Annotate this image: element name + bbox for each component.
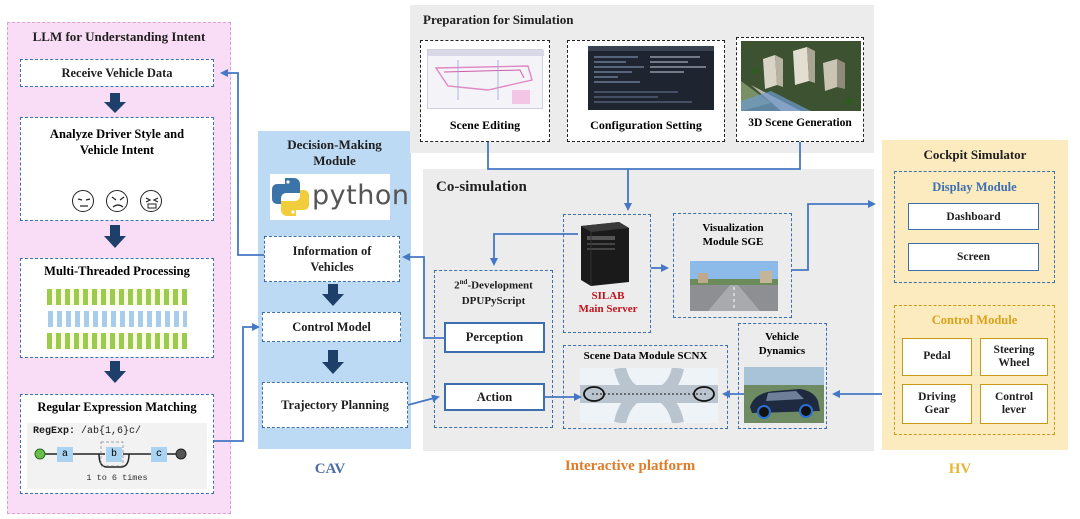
regex-node-a: a [57,447,73,462]
display-module-box [894,171,1055,283]
dev-script-box [434,270,553,428]
scene-editing-label: Scene Editing [449,118,521,132]
config-label: Configuration Setting [590,118,702,132]
python-logo: python [270,174,409,220]
dev-title2: DPUPyScript [461,294,526,307]
dev-title-post: -Development [467,279,533,292]
silab-box [563,214,651,333]
scene-data-box [563,345,728,429]
regex-label: RegExp: [33,426,76,437]
control-model-box: Control Model [262,312,401,342]
pedal-box: Pedal [902,338,972,376]
llm-title: LLM for Understanding Intent [32,29,206,44]
receive-vehicle-data-box: Receive Vehicle Data [20,59,214,87]
perception-box: Perception [444,322,545,353]
scene3d-screenshot [741,41,861,111]
car-image [744,367,824,423]
dev-title: 2nd-Development DPUPyScript [434,278,553,308]
server-icon [573,220,635,286]
trajectory-planning-box: Trajectory Planning [262,382,408,428]
hv-caption: HV [948,461,972,477]
dashboard-box: Dashboard [908,203,1039,230]
cosim-title: Co-simulation [436,179,527,195]
info-vehicles-box: Information of Vehicles [264,236,400,282]
road-map-graphic [580,368,718,423]
angry-face-icon [106,190,128,212]
vis-title: Visualization Module SGE [702,222,764,249]
regex-diagram: RegExp: /ab{1,6}c/ a b c 1 to 6 times [27,423,207,489]
cav-title: Decision-Making Module [287,137,382,169]
regex-node-c: c [151,447,167,462]
regex-times-label: 1 to 6 times [86,473,148,483]
python-icon [272,178,309,216]
screen-box: Screen [908,243,1039,271]
steering-box: Steering Wheel [980,338,1048,376]
prep-title: Preparation for Simulation [423,12,574,27]
vehicle-dynamics-label: Vehicle Dynamics [758,331,806,357]
multithread-label: Multi-Threaded Processing [44,264,190,278]
cav-caption: CAV [314,461,346,477]
scene-editing-screenshot [427,49,544,109]
regex-pattern: /ab{1,6}c/ [81,426,142,437]
platform-caption: Interactive platform [564,458,696,474]
neutral-face-icon [72,190,94,212]
vis-module-box [673,213,792,318]
squint-face-icon [140,190,162,212]
control-module-box [894,305,1055,435]
display-module-title: Display Module [932,180,1017,194]
regex-title: Regular Expression Matching [37,400,197,414]
analyze-label: Analyze Driver Style and Vehicle Intent [49,127,185,158]
thread-bars-graphic [47,289,187,349]
python-word: python [312,180,410,211]
driving-gear-box: Driving Gear [902,384,972,424]
action-box: Action [444,383,545,411]
silab-label: SILAB Main Server [578,290,638,316]
config-screenshot [588,46,714,110]
vis-screenshot [690,261,778,311]
dev-title-pre: 2 [454,279,460,292]
dev-title-sup: nd [459,278,468,286]
scene-data-label: Scene Data Module SCNX [583,350,708,362]
control-module-title: Control Module [931,313,1018,327]
regex-node-b: b [106,447,122,462]
control-lever-box: Control lever [980,384,1048,424]
vehicle-dynamics-box [738,323,827,429]
scene3d-label: 3D Scene Generation [748,117,852,129]
hv-title: Cockpit Simulator [923,147,1027,162]
